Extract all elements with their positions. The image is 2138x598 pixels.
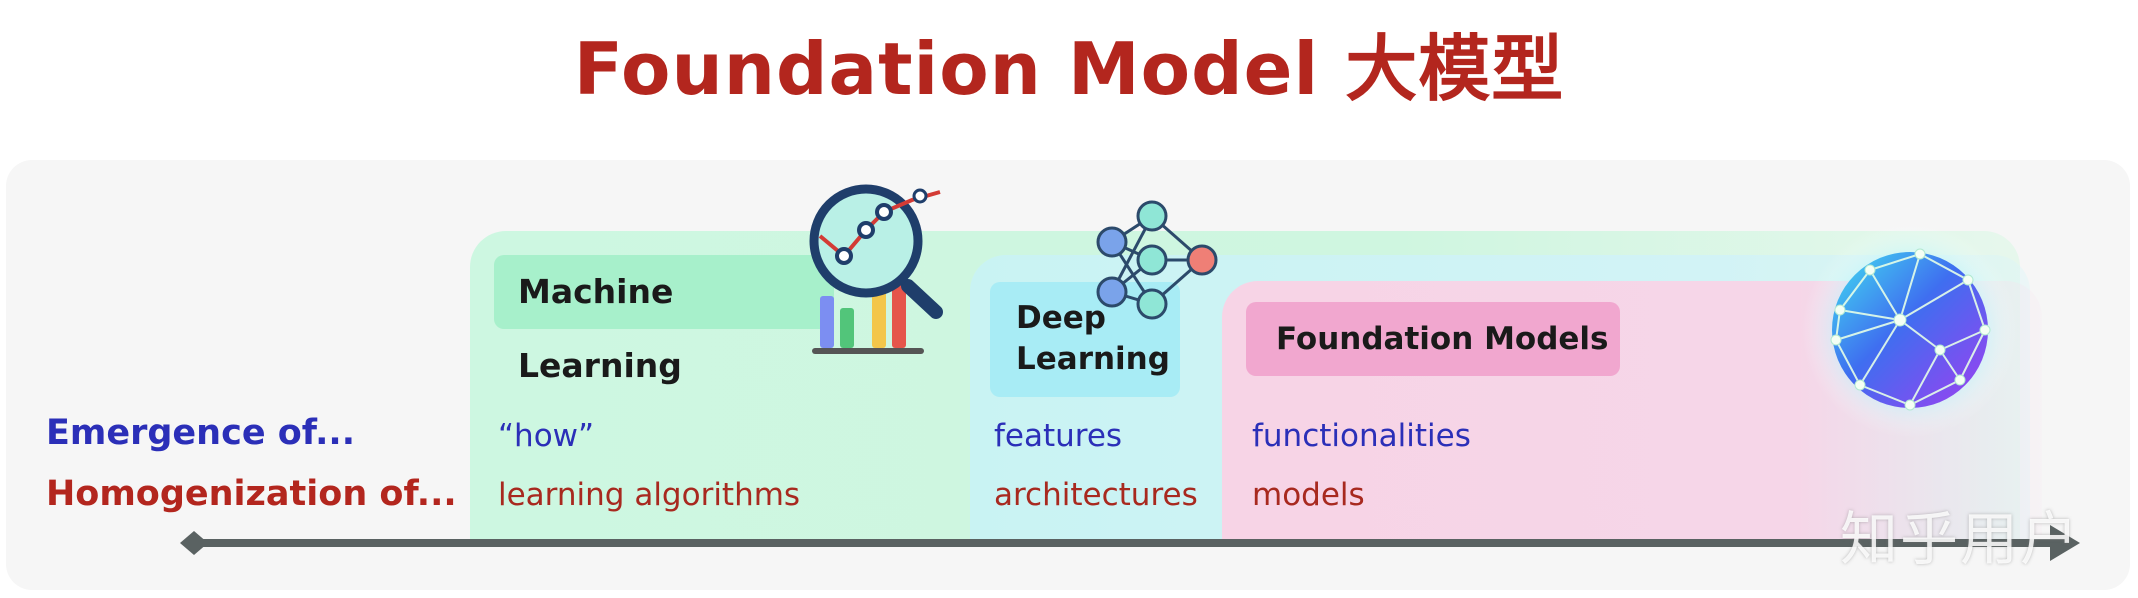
bar-icon-part <box>892 276 906 348</box>
bar-icon-part <box>840 308 854 348</box>
magnifier-chart-icon <box>809 184 943 354</box>
fm-emergence: functionalities <box>1252 418 1471 454</box>
ml-homogenization: learning algorithms <box>498 477 801 513</box>
timeline-start-marker <box>180 531 208 555</box>
deep-learning-tag-line1: Deep <box>1016 300 1106 336</box>
machine-learning-tag: Machine Learning <box>494 255 834 385</box>
dl-emergence: features <box>994 418 1123 454</box>
watermark: 知乎用户 <box>1840 505 2081 573</box>
deep-learning-tag-line2: Learning <box>1016 341 1170 377</box>
timeline-arrowhead <box>2050 525 2080 561</box>
chart-baseline <box>812 348 924 354</box>
neural-network-icon <box>1096 200 1218 320</box>
page-title: Foundation Model 大模型 <box>573 27 1565 111</box>
network-globe-icon <box>1802 222 2018 438</box>
ml-emergence: “how” <box>498 418 595 454</box>
emergence-row-label: Emergence of... <box>46 413 356 453</box>
bar-icon-part <box>820 296 834 348</box>
homogenization-row-label: Homogenization of... <box>46 474 457 514</box>
fm-homogenization: models <box>1252 477 1365 513</box>
foundation-models-tag: Foundation Models <box>1246 302 1620 376</box>
bar-icon-part <box>872 288 886 348</box>
dl-homogenization: architectures <box>994 477 1198 513</box>
